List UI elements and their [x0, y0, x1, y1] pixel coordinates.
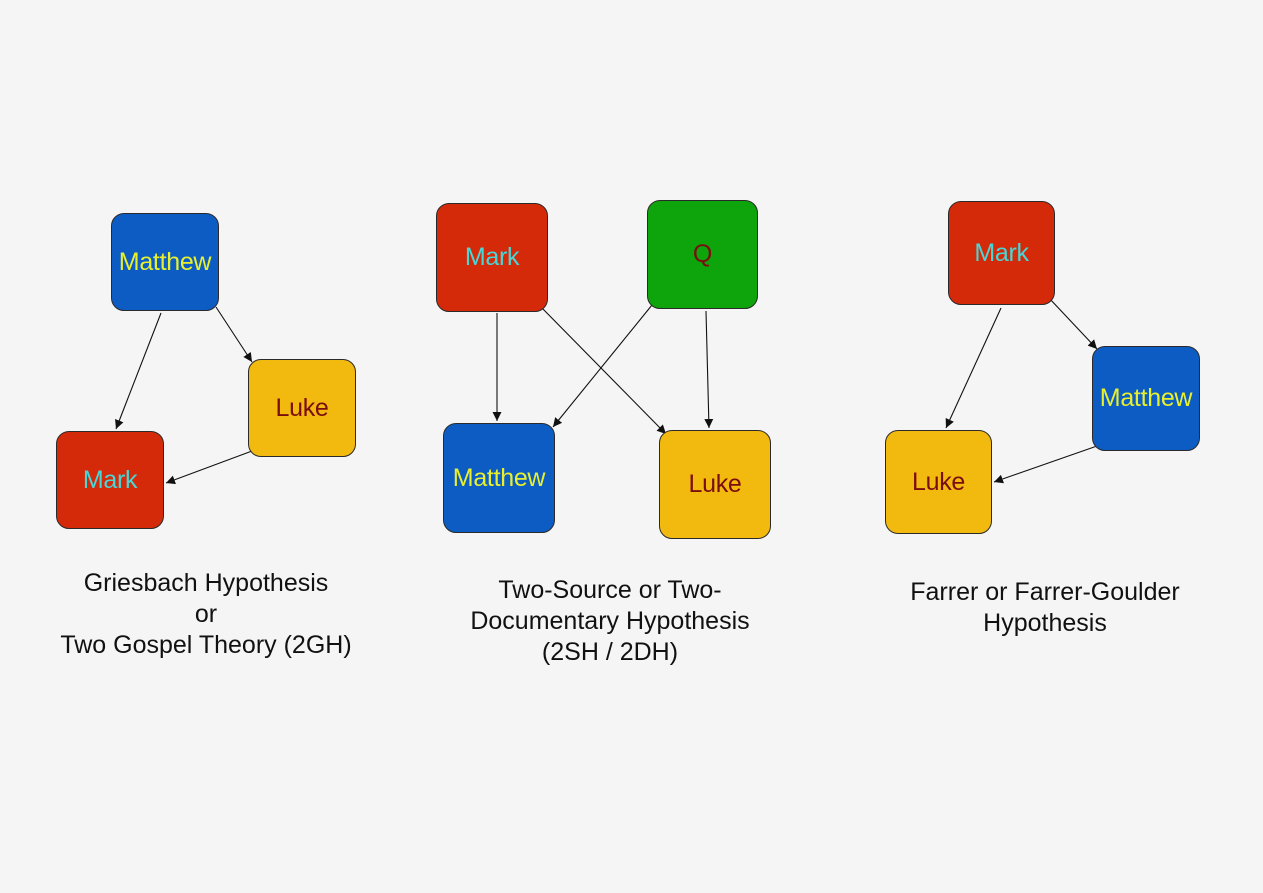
edge-matthew-to-mark: [115, 312, 162, 430]
node-mark-two-source: Mark: [436, 203, 548, 312]
caption-two-source: Two-Source or Two- Documentary Hypothesi…: [440, 575, 780, 668]
edge-matthew-to-luke: [215, 306, 253, 363]
caption-line: Two Gospel Theory (2GH): [60, 631, 352, 659]
node-matthew-griesbach: Matthew: [111, 213, 219, 311]
edge-luke-to-mark: [165, 450, 253, 485]
caption-line: Two-Source or Two-: [498, 576, 722, 604]
edge-mark-to-luke: [945, 307, 1002, 429]
edge-q-to-luke: [704, 310, 714, 429]
node-mark-griesbach: Mark: [56, 431, 164, 529]
caption-line: Farrer or Farrer-Goulder: [910, 578, 1180, 606]
edge-mark-to-matthew: [1048, 297, 1098, 350]
edge-matthew-to-luke: [993, 445, 1098, 484]
node-luke-griesbach: Luke: [248, 359, 356, 457]
node-matthew-two-source: Matthew: [443, 423, 555, 533]
node-mark-farrer: Mark: [948, 201, 1055, 305]
edge-mark-to-luke: [540, 306, 667, 435]
caption-griesbach: Griesbach Hypothesis or Two Gospel Theor…: [36, 568, 376, 661]
caption-line: Documentary Hypothesis: [470, 607, 750, 635]
node-q-two-source: Q: [647, 200, 758, 309]
node-matthew-farrer: Matthew: [1092, 346, 1200, 451]
caption-farrer: Farrer or Farrer-Goulder Hypothesis: [880, 577, 1210, 639]
caption-line: Hypothesis: [983, 609, 1107, 637]
caption-line: or: [194, 600, 218, 628]
node-luke-two-source: Luke: [659, 430, 771, 539]
caption-line: (2SH / 2DH): [541, 638, 679, 666]
edge-q-to-matthew: [552, 304, 653, 428]
node-luke-farrer: Luke: [885, 430, 992, 534]
caption-line: Griesbach Hypothesis: [83, 569, 329, 597]
